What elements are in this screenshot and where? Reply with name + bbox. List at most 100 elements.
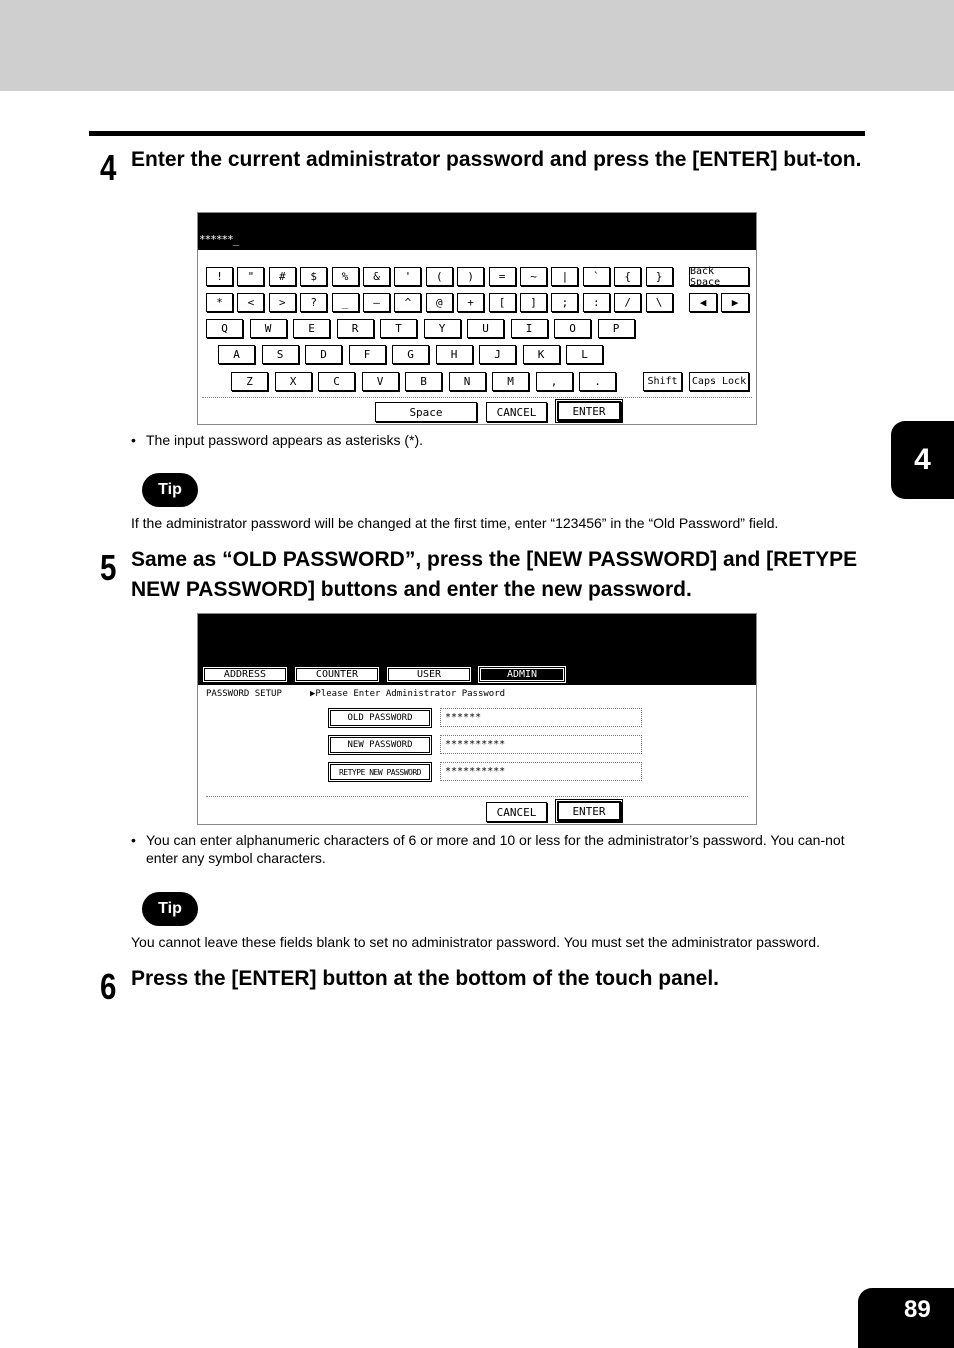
tip-badge-1: Tip (142, 473, 198, 507)
key-row4-0[interactable]: A (218, 345, 255, 364)
key-row4-3[interactable]: F (348, 345, 386, 364)
key-row1-13[interactable]: { (614, 267, 642, 286)
divider (202, 397, 752, 398)
prompt-text: ▶Please Enter Administrator Password (310, 689, 506, 699)
key-row4-2[interactable]: D (305, 345, 342, 364)
tab-address[interactable]: ADDRESS (202, 666, 288, 683)
key-row3-9[interactable]: P (597, 319, 635, 338)
password-input-value[interactable]: ******_ (199, 233, 239, 246)
key-row1-9[interactable]: = (488, 267, 516, 286)
enter-button[interactable]: ENTER (555, 399, 623, 423)
key-row5-7[interactable]: , (535, 372, 573, 391)
left-arrow-key[interactable]: ◀ (689, 293, 717, 312)
key-row4-4[interactable]: G (392, 345, 429, 364)
cancel-button[interactable]: CANCEL (486, 802, 547, 822)
key-row1-6[interactable]: ' (394, 267, 422, 286)
right-arrow-icon: ▶ (731, 296, 739, 309)
key-row2-7[interactable]: @ (425, 293, 453, 312)
key-row2-11[interactable]: ; (551, 293, 579, 312)
tip-text-1: If the administrator password will be ch… (131, 515, 779, 531)
key-row5-8[interactable]: . (579, 372, 616, 391)
key-row3-1[interactable]: W (249, 319, 287, 338)
key-row1-10[interactable]: ~ (520, 267, 547, 286)
key-row1-0[interactable]: ! (206, 267, 233, 286)
key-row5-3[interactable]: V (361, 372, 399, 391)
key-row4-5[interactable]: H (435, 345, 473, 364)
shift-key[interactable]: Shift (643, 372, 682, 391)
key-row5-1[interactable]: X (274, 372, 312, 391)
tip-badge-2: Tip (142, 892, 198, 926)
right-arrow-key[interactable]: ▶ (721, 293, 749, 312)
step-5-number: 5 (100, 547, 117, 588)
retype-new-password-button[interactable]: RETYPE NEW PASSWORD (328, 762, 432, 782)
key-row1-8[interactable]: ) (457, 267, 485, 286)
key-row2-4[interactable]: _ (331, 293, 359, 312)
section-rule (89, 131, 865, 136)
chapter-tab: 4 (891, 421, 954, 499)
key-row2-3[interactable]: ? (300, 293, 328, 312)
step-4-number: 4 (100, 147, 117, 188)
key-row1-2[interactable]: # (268, 267, 296, 286)
key-row3-2[interactable]: E (293, 319, 330, 338)
cancel-button[interactable]: CANCEL (486, 402, 547, 422)
key-row5-5[interactable]: N (448, 372, 486, 391)
key-row2-13[interactable]: / (614, 293, 642, 312)
old-password-button[interactable]: OLD PASSWORD (328, 708, 432, 728)
key-row3-7[interactable]: I (510, 319, 548, 338)
key-row2-6[interactable]: ^ (394, 293, 422, 312)
tab-bar (198, 614, 756, 685)
key-row5-4[interactable]: B (405, 372, 442, 391)
header-band (0, 0, 954, 91)
key-row1-12[interactable]: ` (582, 267, 610, 286)
caps-lock-key[interactable]: Caps Lock (689, 372, 749, 391)
new-password-field[interactable]: ********** (440, 735, 642, 754)
key-row1-14[interactable]: } (645, 267, 673, 286)
key-row4-8[interactable]: L (566, 345, 603, 364)
key-row5-0[interactable]: Z (231, 372, 268, 391)
key-row3-8[interactable]: O (554, 319, 591, 338)
step-4-text: Enter the current administrator password… (131, 148, 862, 171)
step-5-text: Same as “OLD PASSWORD”, press the [NEW P… (131, 548, 858, 601)
key-row3-0[interactable]: Q (206, 319, 243, 338)
key-row3-5[interactable]: Y (423, 319, 461, 338)
key-row1-5[interactable]: & (363, 267, 390, 286)
key-row5-2[interactable]: C (318, 372, 355, 391)
key-row2-14[interactable]: \ (645, 293, 673, 312)
new-password-button[interactable]: NEW PASSWORD (328, 735, 432, 755)
bullet-note-1: •The input password appears as asterisks… (131, 432, 424, 448)
key-row2-9[interactable]: [ (488, 293, 516, 312)
key-row2-2[interactable]: > (268, 293, 296, 312)
tab-admin[interactable]: ADMIN (478, 666, 566, 683)
key-row1-1[interactable]: " (237, 267, 265, 286)
tab-user[interactable]: USER (386, 666, 472, 683)
key-row2-1[interactable]: < (237, 293, 265, 312)
key-row1-11[interactable]: | (551, 267, 579, 286)
backspace-key[interactable]: Back Space (689, 266, 749, 288)
key-row1-3[interactable]: $ (300, 267, 328, 286)
key-row1-7[interactable]: ( (425, 267, 453, 286)
old-password-field[interactable]: ****** (440, 708, 642, 727)
key-row5-6[interactable]: M (492, 372, 529, 391)
retype-new-password-field[interactable]: ********** (440, 762, 642, 781)
input-bar: ******_ (198, 213, 756, 250)
enter-button[interactable]: ENTER (555, 799, 623, 823)
page-number: 89 (858, 1288, 954, 1348)
key-row4-1[interactable]: S (261, 345, 299, 364)
space-button[interactable]: Space (375, 402, 477, 422)
key-row4-7[interactable]: K (522, 345, 560, 364)
tip-text-2: You cannot leave these fields blank to s… (131, 934, 820, 950)
key-row2-5[interactable]: — (363, 293, 390, 312)
key-row2-10[interactable]: ] (520, 293, 547, 312)
key-row2-8[interactable]: + (457, 293, 485, 312)
tab-counter[interactable]: COUNTER (294, 666, 380, 683)
key-row1-4[interactable]: % (331, 267, 359, 286)
key-row2-0[interactable]: * (206, 293, 233, 312)
section-title: PASSWORD SETUP (206, 689, 282, 699)
key-row3-4[interactable]: T (380, 319, 417, 338)
key-row2-12[interactable]: : (582, 293, 610, 312)
key-row3-3[interactable]: R (336, 319, 374, 338)
key-row3-6[interactable]: U (467, 319, 504, 338)
key-row4-6[interactable]: J (479, 345, 516, 364)
divider (206, 796, 748, 797)
